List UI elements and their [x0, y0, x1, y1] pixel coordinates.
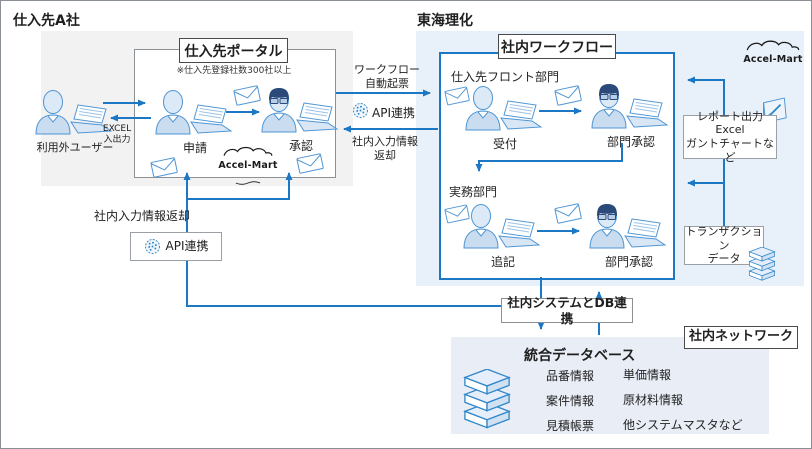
apply-label: 申請: [182, 141, 207, 155]
dept-approval-1-label: 部門承認: [606, 135, 655, 149]
database-title: 統合データベース: [524, 348, 636, 364]
external-user-label: 利用外ユーザー: [36, 141, 114, 154]
laptop-icon: [295, 102, 339, 132]
ops-dept-label: 実務部門: [449, 185, 498, 199]
approve-label: 承認: [288, 139, 313, 153]
excel-io-label: EXCEL 入出力: [97, 124, 137, 147]
actor-dept-approval-2: 部門承認: [587, 203, 671, 269]
person-icon: [153, 89, 193, 135]
actor-apply: 申請: [153, 89, 237, 155]
actor-reception: 受付: [463, 85, 547, 151]
laptop-icon: [499, 100, 543, 130]
transaction-line2: データ: [707, 252, 741, 266]
db-item: 見積帳票: [546, 419, 595, 433]
laptop-icon: [497, 218, 541, 248]
transaction-data-box: トランザクション データ: [684, 224, 764, 266]
db-link-box: 社内システムとDB連携: [501, 294, 633, 326]
return-line2: 返却: [374, 148, 396, 162]
auto-start-line2: 自動起票: [365, 76, 409, 90]
person-icon: [463, 85, 503, 131]
accel-mart-text: Accel-Mart: [743, 54, 803, 65]
dept-approval-2-label: 部門承認: [604, 255, 653, 269]
wave-icon: [235, 180, 261, 186]
portal-subtitle: ※仕入先登録社数300社以上: [176, 66, 292, 76]
person-icon: [33, 89, 73, 135]
transaction-line1: トランザクション: [685, 224, 763, 252]
supplier-region-title: 仕入先A社: [13, 13, 80, 29]
api-box-label: API連携: [165, 239, 209, 253]
actor-append: 追記: [461, 203, 545, 269]
db-item: 単価情報: [623, 368, 672, 382]
cloud-icon: [745, 39, 801, 52]
portal-title: 仕入先ポータル: [184, 43, 283, 60]
actor-external-user: 利用外ユーザー: [33, 89, 117, 154]
server-icon-small: [747, 247, 777, 281]
accel-mart-logo-portal: Accel-Mart: [211, 143, 285, 190]
approver-icon: [587, 203, 627, 249]
portal-title-box: 仕入先ポータル: [179, 38, 288, 63]
api-icon: [352, 102, 369, 119]
person-icon: [461, 203, 501, 249]
accel-mart-text: Accel-Mart: [218, 160, 278, 171]
report-line2: Excel: [715, 123, 745, 137]
database-items-col1: 品番情報 案件情報 見積帳票: [546, 367, 594, 434]
reception-label: 受付: [492, 137, 517, 151]
return-line1: 社内入力情報: [352, 135, 418, 148]
accel-mart-logo-right: Accel-Mart: [737, 37, 809, 65]
database-server-icon: [461, 369, 513, 429]
return-info-label: 社内入力情報 返却: [341, 135, 429, 163]
actor-approve: 承認: [259, 87, 343, 153]
api-link-box: API連携: [130, 232, 222, 261]
api-icon: [144, 238, 161, 255]
actor-dept-approval-1: 部門承認: [589, 83, 673, 149]
workflow-auto-start-label: ワークフロー 自動起票: [346, 63, 428, 91]
approver-icon: [259, 87, 299, 133]
excel-io-line1: EXCEL: [102, 124, 132, 134]
database-items-col2: 単価情報 原材料情報 他システムマスタなど: [623, 366, 743, 433]
db-item: 他システムマスタなど: [623, 418, 743, 432]
workflow-title: 社内ワークフロー: [501, 39, 613, 56]
laptop-icon: [625, 98, 669, 128]
report-line3: ガントチャートなど: [686, 137, 774, 164]
auto-start-line1: ワークフロー: [354, 63, 420, 76]
db-item: 品番情報: [546, 369, 595, 383]
cloud-icon: [222, 145, 274, 158]
return-bottom-label: 社内入力情報返却: [94, 209, 191, 223]
db-item: 案件情報: [546, 394, 595, 408]
internal-network-box: 社内ネットワーク: [684, 326, 798, 349]
api-mid-label: API連携: [372, 106, 415, 120]
front-dept-label: 仕入先フロント部門: [451, 70, 560, 84]
workflow-title-box: 社内ワークフロー: [498, 34, 616, 59]
db-link-label: 社内システムとDB連携: [507, 294, 627, 326]
approver-icon: [589, 83, 629, 129]
internal-network-label: 社内ネットワーク: [688, 329, 793, 345]
db-item: 原材料情報: [623, 393, 684, 407]
report-output-box: レポート出力 Excel ガントチャートなど: [683, 110, 777, 164]
laptop-icon: [623, 218, 667, 248]
tokai-region-title: 東海理化: [417, 13, 473, 29]
report-line1: レポート出力: [697, 109, 763, 123]
laptop-icon: [189, 104, 233, 134]
excel-io-line2: 入出力: [103, 135, 131, 146]
append-label: 追記: [490, 255, 515, 269]
